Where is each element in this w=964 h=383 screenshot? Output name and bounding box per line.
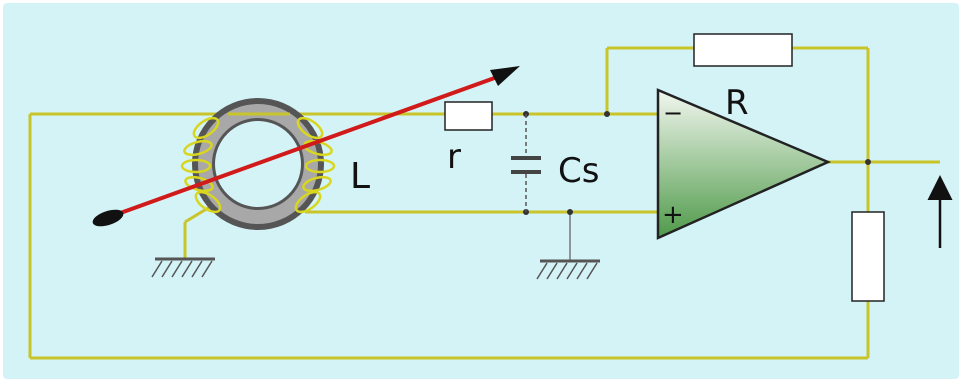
wires [28,46,940,360]
load-resistor [851,211,885,302]
ground-symbol-icon [536,259,600,280]
inductor-label: L [350,156,370,197]
noninverting-input-label: + [662,200,684,230]
series-resistor-label: r [447,137,461,177]
op-amp [656,88,832,240]
feedback-resistor [693,33,793,67]
series-resistor [444,101,493,131]
feedback-resistor-label: R [725,83,749,123]
inverting-input-label: − [663,99,683,127]
ground-symbol-icon [151,257,215,278]
junction-dots [523,111,871,215]
conductor-needle [92,66,520,227]
stray-capacitance-label: Cs [558,151,599,191]
background-panel [3,3,959,379]
stray-capacitor [511,114,541,212]
